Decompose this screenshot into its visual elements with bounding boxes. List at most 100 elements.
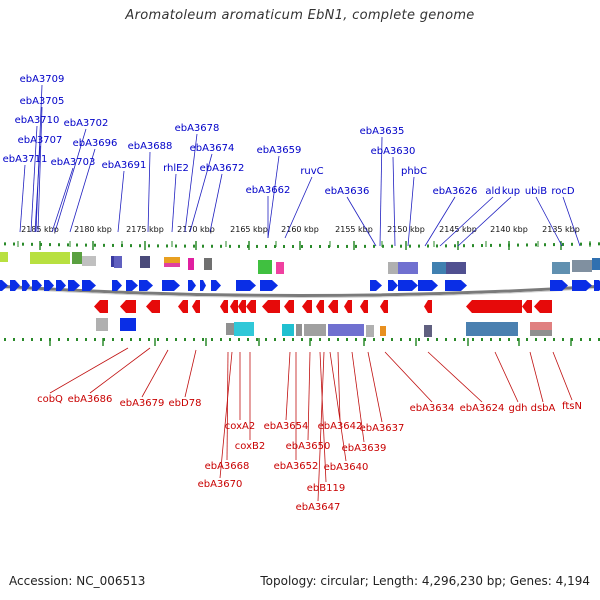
top-tick-dot [49, 243, 51, 247]
scale-tick-label: 2155 kbp [335, 225, 373, 234]
bottom-tick-dot [58, 338, 60, 341]
scale-tick-label: 2140 kbp [490, 225, 528, 234]
bottom-tick-dot [139, 338, 141, 341]
bottom-tick-dot [175, 338, 177, 341]
top-gene-label: ebA3710 [15, 115, 60, 126]
bottom-tick-dot [526, 338, 528, 341]
bottom-gene-label: ebA3634 [410, 403, 455, 414]
forward-gene-arrow [112, 280, 122, 291]
bottom-leader-line [226, 351, 229, 461]
bottom-leader-line [141, 349, 169, 398]
top-tick-dot [400, 244, 402, 248]
expression-box-top [140, 256, 150, 268]
top-gene-label: ebA3691 [102, 160, 147, 171]
top-leader-line [457, 196, 512, 247]
bottom-gene-label: ftsN [562, 401, 582, 412]
bottom-tick-dot [553, 338, 555, 341]
forward-gene-arrow [68, 280, 80, 291]
bottom-tick-dot [22, 338, 24, 341]
top-tick-dot [94, 243, 96, 247]
top-leader-line [19, 164, 26, 233]
bottom-leader-line [184, 349, 197, 398]
expression-box-top [446, 262, 466, 274]
expression-box-top [72, 252, 82, 264]
bottom-tick-dot [400, 338, 402, 341]
reverse-gene-arrow [466, 300, 522, 313]
forward-gene-arrow [10, 280, 20, 291]
top-leader-line [392, 156, 396, 247]
top-tick-dot [112, 243, 114, 247]
forward-gene-arrow [211, 280, 221, 291]
top-tick-dot [175, 244, 177, 248]
bottom-gene-label: ebA3686 [68, 394, 113, 405]
top-tick-dot [22, 242, 24, 246]
top-tick-dot [490, 243, 492, 247]
bottom-tick-dot [589, 338, 591, 341]
top-tick-dot [166, 244, 168, 248]
scale-tick-label: 2170 kbp [177, 225, 215, 234]
top-tick-dot [85, 243, 87, 247]
top-tick-dot [58, 243, 60, 247]
bottom-tick-dot [310, 338, 312, 341]
bottom-tick-dot [562, 338, 564, 341]
top-leader-line [117, 170, 125, 233]
scale-tick-label: 2150 kbp [387, 225, 425, 234]
top-tick-dot [229, 244, 231, 248]
bottom-tick-dot [184, 338, 186, 341]
bottom-tick-dot [31, 338, 33, 341]
forward-gene-arrow [236, 280, 256, 291]
bottom-tick-dot [220, 338, 222, 341]
bottom-leader-line [49, 347, 129, 394]
top-leader-line [69, 148, 96, 233]
top-gene-label: ebA3636 [325, 186, 370, 197]
reverse-gene-arrow [94, 300, 108, 313]
expression-box-bottom [296, 324, 302, 336]
expression-box-bottom [424, 325, 432, 337]
expression-box-bottom [466, 322, 518, 336]
bottom-gene-label: ebA3670 [198, 479, 243, 490]
bottom-tick-dot [292, 338, 294, 341]
top-leader-line [189, 153, 213, 233]
forward-gene-arrow [32, 280, 42, 291]
top-tick-dot [364, 244, 366, 248]
bottom-tick-dot [508, 338, 510, 341]
forward-gene-arrow [82, 280, 96, 291]
bottom-tick-dot [112, 338, 114, 341]
top-leader-line [184, 133, 198, 233]
bottom-leader-line [427, 351, 483, 403]
bottom-gene-label: ebA3668 [205, 461, 250, 472]
bottom-gene-label: coxB2 [235, 441, 265, 452]
expression-box-bottom [530, 330, 552, 336]
backbone-shadow [0, 287, 600, 298]
reverse-gene-arrow [380, 300, 388, 313]
top-tick-dot [13, 242, 15, 246]
top-tick-dot [292, 244, 294, 248]
top-tick-dot [220, 244, 222, 248]
top-tick-dot [247, 244, 249, 248]
forward-gene-arrow [398, 280, 418, 291]
top-gene-label: ebA3659 [257, 145, 302, 156]
forward-gene-arrow [56, 280, 66, 291]
top-tick-dot [355, 244, 357, 248]
top-leader-line [439, 196, 494, 247]
expression-box-top [276, 262, 284, 274]
forward-gene-arrow [44, 280, 54, 291]
reverse-gene-arrow [220, 300, 228, 313]
forward-gene-arrow [418, 280, 438, 291]
bottom-gene-label: gdh [508, 403, 527, 414]
top-tick-dot [571, 242, 573, 246]
expression-box-bottom [380, 326, 386, 336]
top-gene-label: ebA3662 [246, 185, 291, 196]
top-tick-dot [409, 244, 411, 248]
bottom-gene-label: ebA3624 [460, 403, 505, 414]
top-gene-label: ebA3630 [371, 146, 416, 157]
top-tick-dot [148, 244, 150, 248]
forward-gene-arrow [370, 280, 382, 291]
expression-box-top [164, 257, 180, 263]
bottom-tick-dot [445, 338, 447, 341]
expression-box-top [0, 252, 8, 262]
bottom-tick-dot [580, 338, 582, 341]
top-gene-label: ebA3688 [128, 141, 173, 152]
bottom-tick-dot [463, 338, 465, 341]
bottom-leader-line [552, 351, 573, 401]
